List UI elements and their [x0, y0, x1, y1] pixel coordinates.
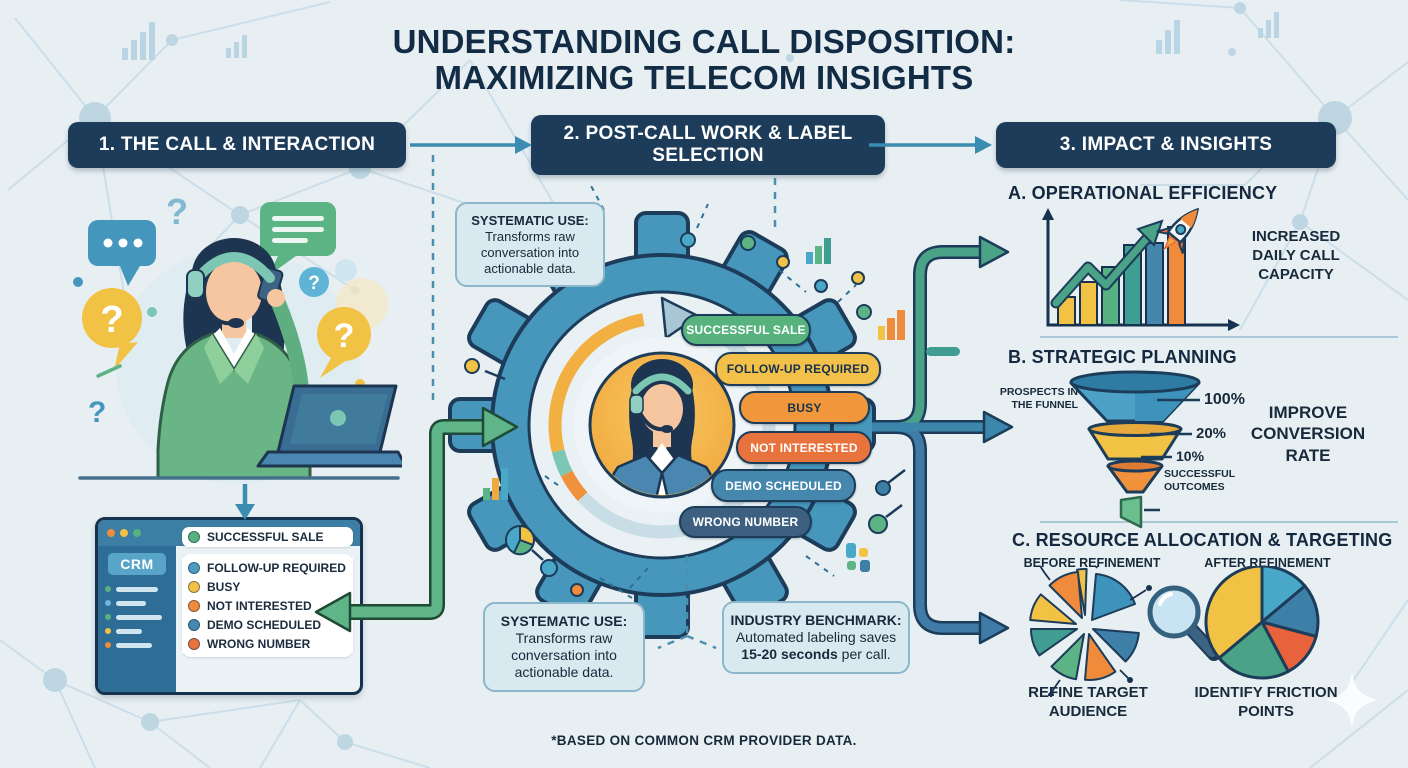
callout-systematic-use-top: SYSTEMATIC USE: Transforms raw conversat… [455, 202, 605, 288]
step-header-3: 3. IMPACT & INSIGHTS [996, 122, 1336, 168]
question-mark-decoration: ? [166, 191, 188, 232]
crm-disposition-list: SUCCESSFUL SALE FOLLOW-UP REQUIRED BUSY … [182, 527, 353, 657]
window-dot-icon [107, 529, 115, 537]
crm-window: CRM SUCCESSFUL SALE FOLLOW-UP REQUIRED B… [95, 517, 363, 695]
funnel-left-label: PROSPECTS IN THE FUNNEL [999, 386, 1078, 412]
impact-b-caption: IMPROVE CONVERSION RATE [1250, 403, 1366, 465]
callout-title: INDUSTRY BENCHMARK: [730, 612, 902, 628]
step-header-2: 2. POST-CALL WORK & LABEL SELECTION [531, 115, 885, 175]
impact-c-before-caption: REFINE TARGET AUDIENCE [1028, 684, 1148, 720]
pie-charts-graphic [1029, 566, 1320, 696]
crm-item-label: FOLLOW-UP REQUIRED [207, 560, 346, 575]
chat-bubble-icon [88, 220, 156, 286]
callout-title: SYSTEMATIC USE: [500, 613, 628, 629]
crm-item-label: NOT INTERESTED [207, 598, 312, 613]
callout-body: Transforms raw conversation into actiona… [480, 228, 580, 276]
call-agent-illustration: ? ? ? ? ? [73, 191, 402, 484]
funnel-pct-20: 20% [1196, 425, 1227, 442]
growth-bar-chart-icon [1042, 207, 1240, 331]
callout-systematic-use-bottom: SYSTEMATIC USE: Transforms raw conversat… [483, 602, 645, 693]
before-pie-chart-icon [1029, 567, 1140, 681]
impact-b-heading: B. STRATEGIC PLANNING [1008, 347, 1237, 367]
svg-text:?: ? [100, 299, 123, 341]
section-divider [1040, 336, 1398, 338]
callout-body: Automated labeling saves 15-20 seconds p… [735, 629, 897, 663]
callout-industry-benchmark: INDUSTRY BENCHMARK: Automated labeling s… [722, 601, 910, 675]
page-title-line1: UNDERSTANDING CALL DISPOSITION: [392, 23, 1016, 60]
after-pie-chart-icon [1204, 566, 1320, 680]
funnel-outcomes-label: SUCCESSFUL OUTCOMES [1164, 468, 1235, 494]
question-bubble-icon: ? [82, 288, 142, 370]
callout-title: SYSTEMATIC USE: [471, 213, 589, 228]
funnel-pct-100: 100% [1204, 391, 1245, 408]
conversion-funnel-icon [1069, 370, 1201, 529]
step-header-2-label: 2. POST-CALL WORK & LABEL SELECTION [563, 123, 853, 166]
status-dot-icon [188, 531, 200, 543]
impact-a-heading: A. OPERATIONAL EFFICIENCY [1008, 183, 1278, 203]
before-refinement-label: BEFORE REFINEMENT [1023, 556, 1161, 570]
footer-note: *BASED ON COMMON CRM PROVIDER DATA. [551, 733, 857, 748]
page-title: UNDERSTANDING CALL DISPOSITION: MAXIMIZI… [0, 23, 1408, 97]
agent-figure [156, 238, 312, 480]
crm-item-label: WRONG NUMBER [207, 636, 311, 651]
step-header-1-label: 1. THE CALL & INTERACTION [98, 134, 376, 156]
svg-text:?: ? [308, 273, 320, 294]
disposition-pill-not-interested: NOT INTERESTED [736, 431, 872, 464]
crm-list-item: SUCCESSFUL SALE [182, 527, 353, 547]
step-header-1: 1. THE CALL & INTERACTION [68, 122, 406, 168]
scatter-squiggles [1039, 566, 1147, 693]
rocket-icon [1156, 207, 1200, 254]
headset-icon [186, 252, 275, 328]
disposition-pill-follow-up-required: FOLLOW-UP REQUIRED [715, 352, 881, 386]
disposition-pill-demo-scheduled: DEMO SCHEDULED [711, 469, 856, 502]
disposition-pill-wrong-number: WRONG NUMBER [679, 506, 812, 538]
status-dot-icon [188, 637, 200, 650]
question-bubble-icon: ? [299, 267, 329, 297]
window-dot-icon [133, 529, 141, 537]
question-mark-decoration: ? [88, 396, 106, 429]
crm-list-item: DEMO SCHEDULED [182, 615, 353, 634]
window-dot-icon [120, 529, 128, 537]
agent-avatar [604, 359, 720, 495]
status-dot-icon [188, 580, 200, 593]
crm-list-item: BUSY [182, 577, 353, 596]
after-refinement-label: AFTER REFINEMENT [1204, 556, 1331, 570]
crm-list-item: NOT INTERESTED [182, 596, 353, 615]
impact-c-heading: C. RESOURCE ALLOCATION & TARGETING [1012, 530, 1393, 550]
corner-bar-chart-icon [122, 12, 1279, 138]
crm-item-label: DEMO SCHEDULED [207, 617, 322, 632]
sparkle-decoration [1326, 672, 1378, 728]
status-dot-icon [188, 599, 200, 612]
status-dot-icon [188, 561, 200, 574]
section-divider [1040, 521, 1398, 523]
crm-list-item: WRONG NUMBER [182, 634, 353, 653]
magnifier-icon [1147, 585, 1221, 661]
crm-app-label: CRM [108, 553, 166, 575]
crm-list-item: FOLLOW-UP REQUIRED [182, 558, 353, 577]
funnel-pct-10: 10% [1176, 448, 1205, 464]
status-dot-icon [188, 618, 200, 631]
question-bubble-icon: ? [317, 307, 371, 378]
crm-item-label: BUSY [207, 579, 241, 594]
successful-outcomes-icon [1119, 495, 1143, 529]
impact-c-after-caption: IDENTIFY FRICTION POINTS [1194, 684, 1338, 720]
crm-sidebar: CRM [98, 546, 176, 692]
svg-text:?: ? [334, 317, 355, 355]
impact-a-caption: INCREASED DAILY CALL CAPACITY [1251, 228, 1341, 283]
disposition-pill-busy: BUSY [739, 391, 870, 424]
crm-item-label: SUCCESSFUL SALE [207, 530, 324, 544]
disposition-pill-successful-sale: SUCCESSFUL SALE [681, 314, 811, 346]
page-title-line2: MAXIMIZING TELECOM INSIGHTS [434, 59, 974, 97]
callout-body: Transforms raw conversation into actiona… [511, 630, 617, 681]
step-header-3-label: 3. IMPACT & INSIGHTS [1059, 134, 1273, 156]
